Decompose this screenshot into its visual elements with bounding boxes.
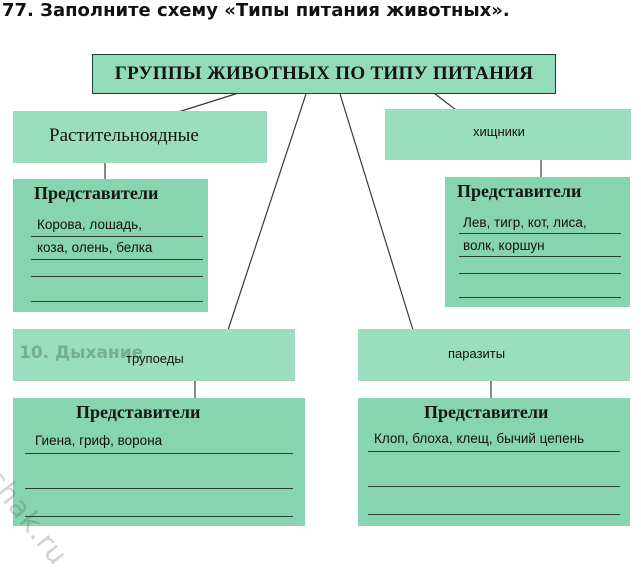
root-box: ГРУППЫ ЖИВОТНЫХ ПО ТИПУ ПИТАНИЯ	[92, 54, 556, 94]
background-heading: 10. Дыхание	[19, 343, 144, 363]
group-label-scavengers: трупоеды	[126, 351, 184, 366]
rep-line-parasites-1: Клоп, блоха, клещ, бычий цепень	[374, 431, 585, 446]
group-label-predators: хищники	[473, 124, 525, 139]
group-label-herbivores: Растительноядные	[49, 125, 199, 146]
rep-title-herbivores: Представители	[34, 183, 159, 203]
group-box-scavengers: 10. Дыхание трупоеды	[13, 329, 295, 381]
rep-title-parasites: Представители	[424, 402, 549, 422]
rep-box-predators: Представители Лев, тигр, кот, лиса, волк…	[445, 177, 630, 307]
rep-line-scavengers-1: Гиена, гриф, ворона	[35, 433, 163, 448]
rep-line-herbivores-2: коза, олень, белка	[37, 240, 153, 255]
connector-root-scavengers	[227, 93, 307, 331]
group-box-predators: хищники	[385, 109, 631, 160]
rep-line-predators-2: волк, коршун	[463, 238, 545, 253]
connector-lines	[104, 89, 542, 398]
rep-box-parasites: Представители Клоп, блоха, клещ, бычий ц…	[358, 398, 630, 526]
group-box-herbivores: Растительноядные	[13, 111, 267, 163]
rep-box-scavengers: Представители Гиена, гриф, ворона	[13, 398, 305, 526]
rep-line-herbivores-1: Корова, лошадь,	[37, 217, 142, 232]
root-label: ГРУППЫ ЖИВОТНЫХ ПО ТИПУ ПИТАНИЯ	[114, 63, 534, 84]
rep-title-predators: Представители	[457, 181, 582, 201]
rep-box-herbivores: Представители Корова, лошадь, коза, олен…	[13, 179, 208, 312]
group-label-parasites: паразиты	[448, 346, 506, 361]
connector-root-parasites	[339, 93, 414, 331]
rep-line-predators-1: Лев, тигр, кот, лиса,	[463, 215, 587, 230]
rep-title-scavengers: Представители	[76, 402, 201, 422]
task-title: 77. Заполните схему «Типы питания животн…	[2, 0, 510, 21]
group-box-parasites: паразиты	[358, 329, 630, 381]
